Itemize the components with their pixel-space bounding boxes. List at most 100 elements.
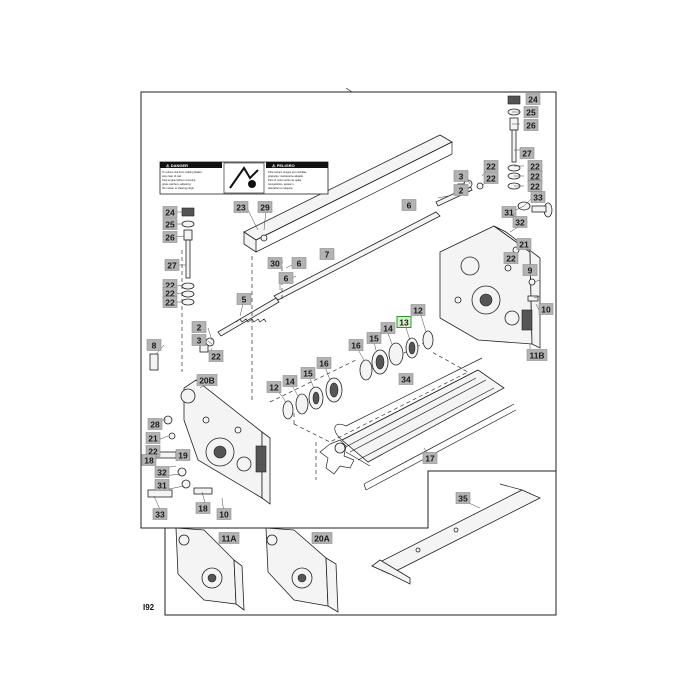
warning-right-line-3: Pare el motor antes de quitar <box>268 178 302 182</box>
callout-box <box>191 321 207 333</box>
callout-32: 32 <box>154 466 170 478</box>
callout-label: 20A <box>314 534 330 544</box>
callout-label: 22 <box>530 182 540 192</box>
callout-box <box>410 304 426 316</box>
callout-11B: 11B <box>526 349 548 361</box>
callout-box <box>300 367 316 379</box>
callout-5: 5 <box>236 293 252 305</box>
warning-left-line-3: Stop engine before removing <box>162 178 196 182</box>
callout-12: 12 <box>410 304 426 316</box>
warning-right-header: ⚠ PELIGRO <box>272 163 295 168</box>
callout-box <box>519 147 535 159</box>
callout-box <box>154 479 170 491</box>
warning-left-line-4: grass catchers, adjusting <box>162 182 191 186</box>
callout-33: 33 <box>152 508 168 520</box>
callout-box <box>503 252 519 264</box>
callout-box <box>208 350 224 362</box>
callout-label: 22 <box>530 162 540 172</box>
callout-box <box>422 452 438 464</box>
callout-31: 31 <box>501 206 517 218</box>
callout-box <box>319 248 335 260</box>
callout-box <box>316 357 332 369</box>
callout-label: 34 <box>401 375 411 385</box>
callout-box <box>162 206 178 218</box>
callout-22: 22 <box>483 160 499 172</box>
callout-label: 27 <box>522 149 532 159</box>
warning-right-line-4: recogedores, ajustar o <box>268 182 294 186</box>
figure-id: I92 <box>143 603 155 612</box>
callout-box <box>348 339 364 351</box>
callout-33: 33 <box>530 191 546 203</box>
callout-label: 22 <box>486 162 496 172</box>
callout-21: 21 <box>145 432 161 444</box>
callout-label: 18 <box>144 456 154 466</box>
callout-28: 28 <box>147 418 163 430</box>
callout-32: 32 <box>512 216 528 228</box>
bedknife-part <box>371 483 541 585</box>
callout-10: 10 <box>216 508 232 520</box>
callout-22: 22 <box>527 180 543 192</box>
callout-11A: 11A <box>218 532 240 544</box>
callout-box <box>398 373 414 385</box>
callout-label: 33 <box>533 193 543 203</box>
warning-left-header: ⚠ DANGER <box>166 163 188 168</box>
callout-label: 26 <box>165 233 175 243</box>
callout-box <box>147 418 163 430</box>
callout-label: 24 <box>165 208 175 218</box>
callout-box <box>526 349 548 361</box>
callout-label: 21 <box>519 240 529 250</box>
callout-6: 6 <box>278 272 294 284</box>
callout-label: 22 <box>506 254 516 264</box>
reel-part <box>319 357 517 491</box>
callout-box <box>267 257 283 269</box>
callout-box <box>512 216 528 228</box>
callout-6: 6 <box>401 199 417 211</box>
callout-20A: 20A <box>311 532 333 544</box>
inset-side-plate-11a <box>175 527 245 611</box>
callout-26: 26 <box>162 231 178 243</box>
callout-box <box>162 231 178 243</box>
warning-left-line-1: To reduce risk from rotating blades <box>162 170 202 174</box>
callout-box <box>483 172 499 184</box>
callout-21: 21 <box>516 238 532 250</box>
callout-box <box>146 339 162 351</box>
callout-box <box>216 508 232 520</box>
callout-label: 3 <box>459 172 464 182</box>
callout-label: 3 <box>197 336 202 346</box>
callout-label: 30 <box>270 259 280 269</box>
callout-label: 32 <box>515 218 525 228</box>
callout-label: 2 <box>459 186 464 196</box>
callout-19: 19 <box>175 449 191 461</box>
callout-27: 27 <box>519 147 535 159</box>
callout-label: 6 <box>407 201 412 211</box>
main-frame <box>140 91 557 529</box>
callout-box <box>282 375 298 387</box>
callout-label: 25 <box>526 108 536 118</box>
callout-box <box>152 508 168 520</box>
callout-22: 22 <box>483 172 499 184</box>
callout-label: 11A <box>221 534 236 544</box>
callout-label: 22 <box>165 289 175 299</box>
callout-box <box>162 218 178 230</box>
callout-label: 14 <box>285 377 295 387</box>
callout-label: 16 <box>351 341 361 351</box>
callout-box <box>538 303 554 315</box>
callout-label: 25 <box>165 220 175 230</box>
callout-box <box>401 199 417 211</box>
callout-label: 33 <box>155 510 165 520</box>
callout-22: 22 <box>527 170 543 182</box>
callout-27: 27 <box>164 259 180 271</box>
angle-bar-part <box>243 134 453 253</box>
callout-3: 3 <box>191 334 207 346</box>
callout-16: 16 <box>348 339 364 351</box>
callout-label: 29 <box>260 203 270 213</box>
warning-left-line-5: the mower or clearing clogs. <box>162 186 195 190</box>
callout-3: 3 <box>453 170 469 182</box>
callout-label: 26 <box>526 121 536 131</box>
callout-18: 18 <box>195 502 211 514</box>
callout-9: 9 <box>522 264 538 276</box>
callout-2: 2 <box>191 321 207 333</box>
callout-10: 10 <box>538 303 554 315</box>
callout-29: 29 <box>257 201 273 213</box>
